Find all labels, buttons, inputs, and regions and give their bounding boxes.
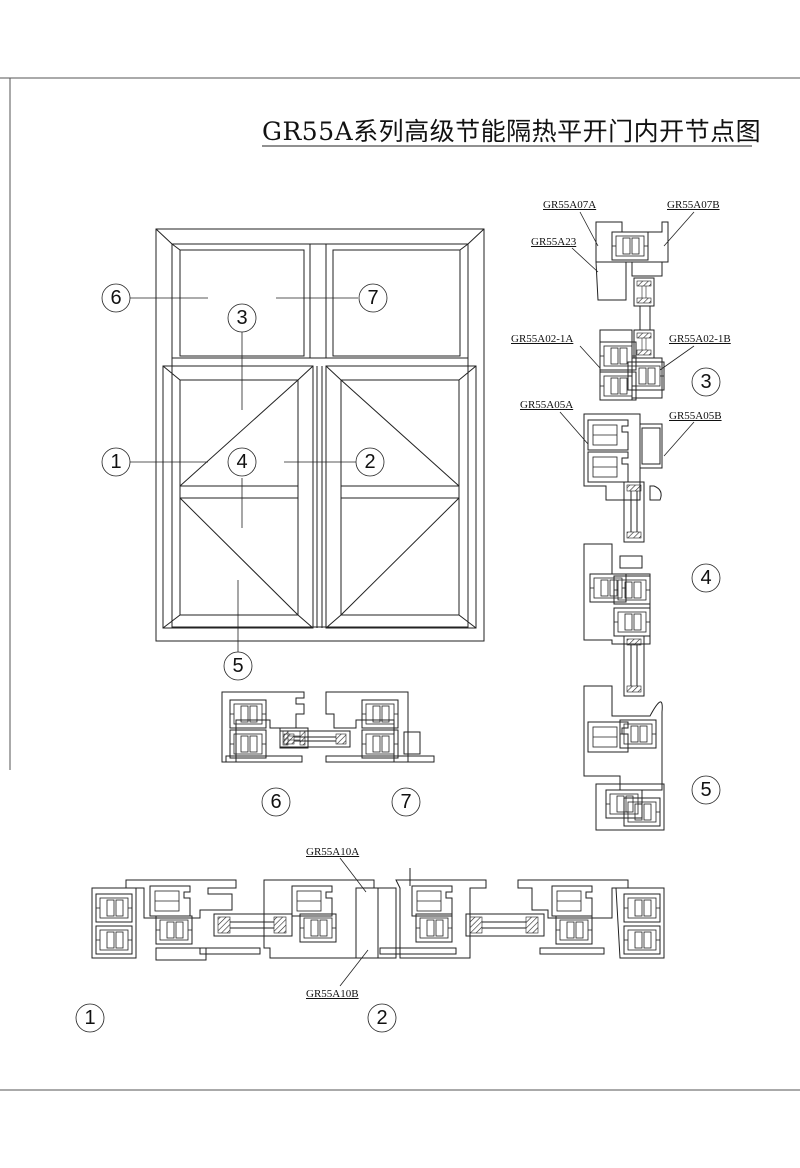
callout-4: 4 [236,451,247,473]
callout-numbers: 6 7 3 1 4 2 5 6 7 3 4 5 1 2 [84,287,711,1029]
page-frame [0,77,800,1091]
callout-7: 7 [367,287,378,309]
callout-5-section: 5 [700,779,711,801]
callout-6: 6 [110,287,121,309]
label-gr55a02-1a: GR55A02-1A [511,333,574,345]
callout-3-section: 3 [700,371,711,393]
elevation-leaders [130,297,358,652]
callout-5: 5 [232,655,243,677]
callout-7-section: 7 [400,791,411,813]
label-gr55a10b: GR55A10B [306,988,359,1000]
section-6-7 [221,691,435,763]
label-gr55a05b: GR55A05B [669,410,722,422]
callout-1: 1 [110,451,121,473]
label-gr55a07a: GR55A07A [543,199,597,211]
callout-6-section: 6 [270,791,281,813]
page-title: GR55A系列高级节能隔热平开门内开节点图 [262,117,762,146]
door-elevation [155,228,485,642]
callout-2: 2 [364,451,375,473]
vertical-section [583,221,669,831]
horizontal-section [91,868,665,961]
callout-1-section: 1 [84,1007,95,1029]
label-gr55a07b: GR55A07B [667,199,720,211]
label-gr55a23: GR55A23 [531,236,577,248]
callout-4-section: 4 [700,567,711,589]
vertical-section-leaders [339,211,695,987]
callout-2-section: 2 [376,1007,387,1029]
callout-3: 3 [236,307,247,329]
label-gr55a10a: GR55A10A [306,846,360,858]
callout-circles [75,283,721,1033]
label-gr55a02-1b: GR55A02-1B [669,333,731,345]
label-gr55a05a: GR55A05A [520,399,574,411]
